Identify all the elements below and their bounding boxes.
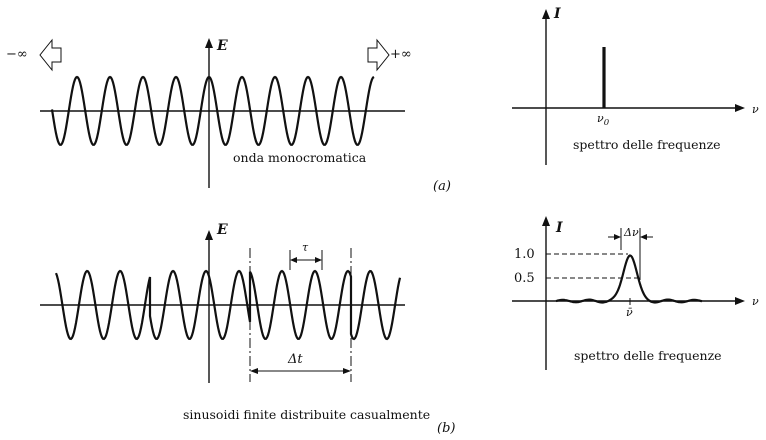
- panel-b-wave-y-arrow: [205, 230, 213, 240]
- panel-a-spectrum-caption: spettro delle frequenze: [573, 137, 721, 152]
- delta-t-right-arrowhead: [343, 368, 351, 374]
- panel-b-spectrum-x-arrow: [735, 297, 745, 305]
- panel-b-wave: E τ Δt sinusoidi finite distribuite casu…: [40, 222, 430, 422]
- tau-left-arrowhead: [290, 257, 297, 263]
- panel-b-wave-axis-label: E: [216, 222, 228, 238]
- delta-nu-label: Δν: [623, 226, 639, 239]
- delta-t-left-arrowhead: [250, 368, 258, 374]
- panel-a-wave: E −∞ +∞ onda monocromatica: [6, 38, 412, 188]
- panel-a-spectral-line-label: ν0: [597, 112, 610, 128]
- panel-a-spectrum-x-label: ν: [752, 103, 759, 116]
- tau-label: τ: [302, 241, 309, 254]
- panel-b-spectrum-y-arrow: [542, 216, 550, 226]
- tau-right-arrowhead: [315, 257, 322, 263]
- panel-a-label: (a): [433, 179, 451, 194]
- panel-b-spectrum-axis-label: I: [555, 220, 563, 236]
- panel-a-spectrum-axis-label: I: [553, 6, 561, 22]
- panel-b-spectrum-caption: spettro delle frequenze: [574, 348, 722, 363]
- right-infinity-label: +∞: [390, 47, 412, 62]
- left-infinity-arrow-icon: [39, 38, 62, 72]
- panel-b-spectrum-curve: [555, 254, 703, 304]
- delta-t-label: Δt: [287, 352, 303, 367]
- delta-nu-left-arrowhead: [614, 234, 621, 240]
- panel-a-wave-axis-label: E: [216, 38, 228, 54]
- panel-b-label: (b): [437, 421, 455, 436]
- panel-a-wave-caption: onda monocromatica: [233, 150, 367, 165]
- panel-a-spectrum-x-arrow: [735, 104, 745, 112]
- panel-a-wave-y-arrow: [205, 38, 213, 48]
- panel-a-spectrum: I ν ν0 spettro delle frequenze: [512, 6, 759, 165]
- panel-b-spectrum: I ν 1.0 0.5 Δν ν̄ spettro delle frequenz…: [512, 216, 759, 370]
- panel-b-wave-caption: sinusoidi finite distribuite casualmente: [183, 407, 430, 422]
- right-infinity-arrow-icon: [367, 38, 390, 72]
- left-infinity-label: −∞: [6, 47, 28, 62]
- tick-label-1-0: 1.0: [514, 247, 535, 262]
- tick-label-0-5: 0.5: [514, 271, 535, 286]
- panel-a-monochromatic-wave: [50, 75, 375, 146]
- delta-nu-right-arrowhead: [640, 234, 647, 240]
- nu-bar-label: ν̄: [626, 306, 633, 319]
- panel-a-spectrum-y-arrow: [542, 9, 550, 19]
- panel-b-spectrum-x-label: ν: [752, 295, 759, 308]
- panel-b-random-sinusoids: [54, 269, 402, 341]
